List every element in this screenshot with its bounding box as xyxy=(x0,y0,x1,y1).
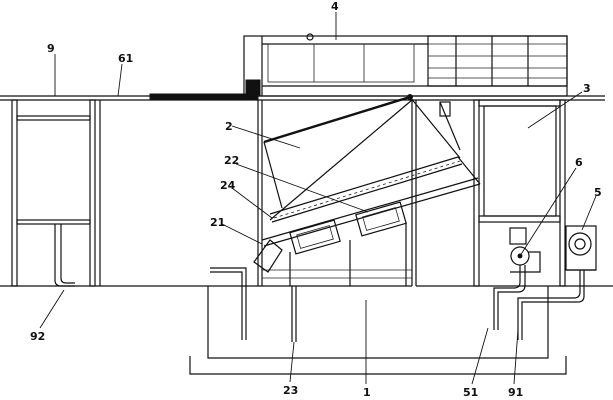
callout-51: 91 xyxy=(508,386,523,399)
callout-4: 4 xyxy=(331,0,339,13)
callout-2: 2 xyxy=(225,120,233,133)
callout-9: 61 xyxy=(118,52,133,65)
air-pipe xyxy=(517,270,581,340)
top-housing xyxy=(243,33,568,97)
callout-61: 51 xyxy=(463,386,478,399)
callout-22: 22 xyxy=(224,154,239,167)
callout-6: 6 xyxy=(575,156,583,169)
leader-lines xyxy=(39,12,597,385)
callouts: 9 61 4 2 22 24 21 3 6 5 92 23 1 51 91 xyxy=(30,0,602,399)
callout-24: 24 xyxy=(220,179,236,192)
inclined-conveyor xyxy=(210,94,481,340)
callout-5: 5 xyxy=(594,186,602,199)
callout-23: 23 xyxy=(283,384,298,397)
blower xyxy=(565,225,597,271)
callout-3: 3 xyxy=(583,82,591,95)
air-pipe-inner xyxy=(521,270,585,340)
pump xyxy=(509,227,541,273)
callout-21: 21 xyxy=(210,216,225,229)
callout-1: 1 xyxy=(363,386,371,399)
central-frame xyxy=(257,100,417,286)
callout-92: 92 xyxy=(30,330,45,343)
drain-pipe xyxy=(493,265,521,330)
base-tank xyxy=(189,285,613,375)
callout-91: 9 xyxy=(47,42,55,55)
drain-pipe-inner xyxy=(497,265,526,330)
left-frame xyxy=(0,99,250,287)
top-platform xyxy=(0,93,262,101)
